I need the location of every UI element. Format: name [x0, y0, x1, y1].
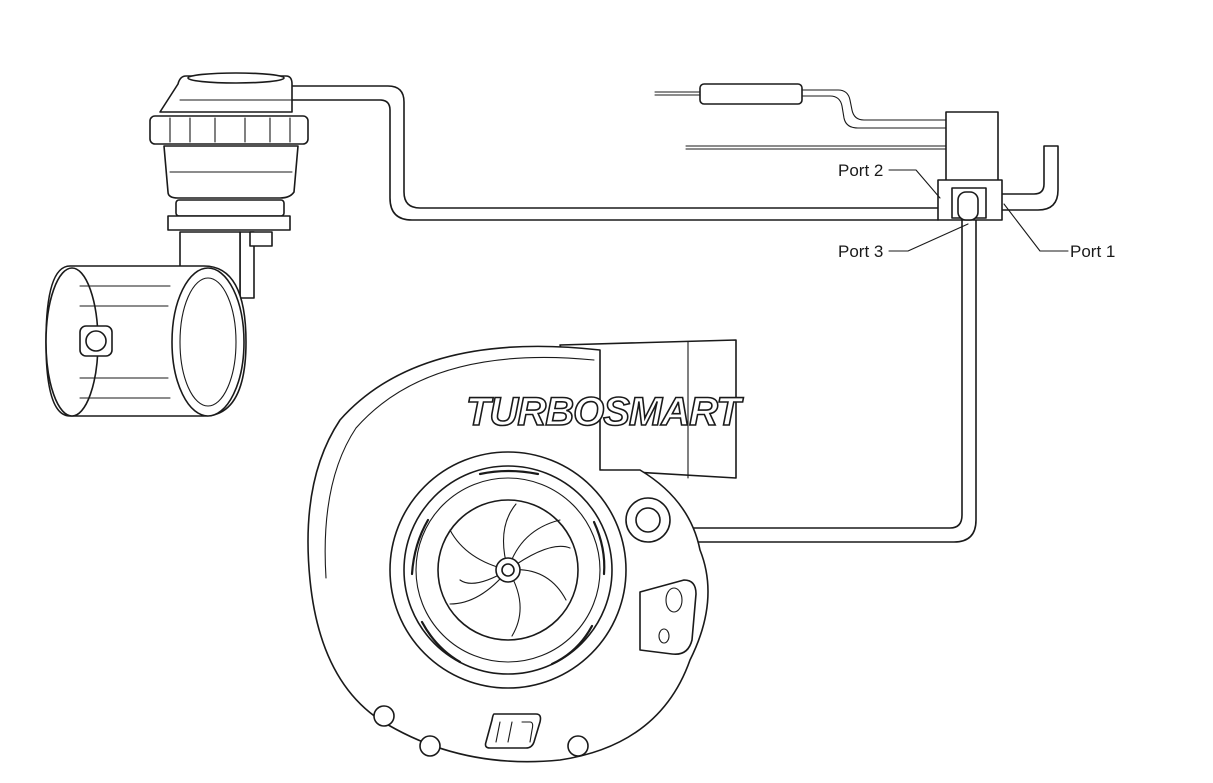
port-3-label: Port 3	[838, 242, 883, 261]
solenoid-wiring	[654, 83, 947, 150]
hose-wastegate-to-port-2	[291, 85, 939, 221]
port-1-callout: Port 1	[1003, 203, 1115, 261]
port-2-label: Port 2	[838, 161, 883, 180]
hose-port-3-to-compressor	[659, 214, 977, 543]
inlet-slots	[410, 469, 606, 666]
vent-tube-port-1	[999, 145, 1059, 211]
turbocharger-compressor: TURBOSMART	[307, 339, 746, 763]
compressor-wheel	[449, 503, 571, 637]
port-2-callout: Port 2	[838, 161, 941, 199]
turbosmart-logo-badge	[484, 713, 542, 749]
port-3-callout: Port 3	[838, 223, 969, 261]
external-wastegate	[45, 72, 309, 417]
compressor-reference-nipple	[625, 497, 671, 543]
boost-control-solenoid	[937, 111, 1003, 221]
turbosmart-brand-text: TURBOSMART	[466, 390, 744, 434]
port-1-label: Port 1	[1070, 242, 1115, 261]
